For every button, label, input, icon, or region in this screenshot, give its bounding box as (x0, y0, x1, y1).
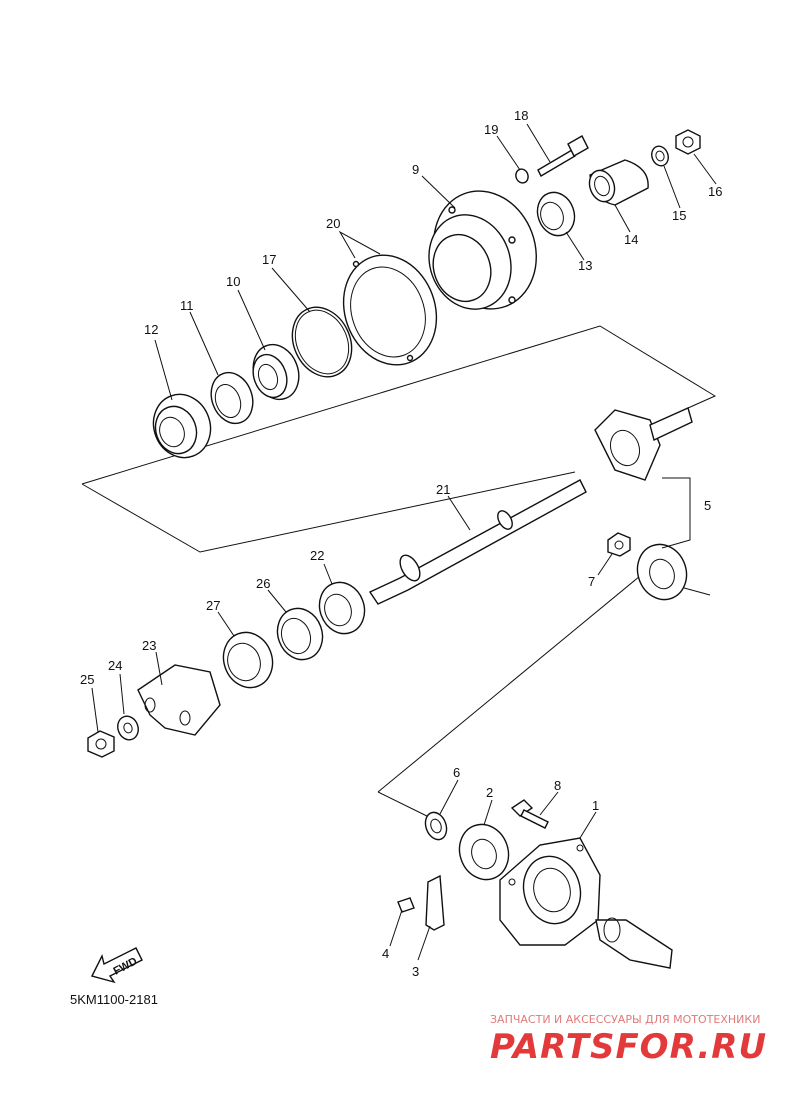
part-21-drive-shaft[interactable] (368, 479, 587, 605)
label-24: 24 (108, 658, 122, 673)
label-13: 13 (578, 258, 592, 273)
part-1-gear-housing[interactable] (499, 837, 601, 946)
part-8-flange-bolt[interactable] (510, 799, 549, 829)
label-27: 27 (206, 598, 220, 613)
part-23-universal-joint-yoke[interactable] (137, 664, 221, 736)
label-8: 8 (554, 778, 561, 793)
label-15: 15 (672, 208, 686, 223)
part-26-ring-nut[interactable] (270, 602, 329, 666)
label-20: 20 (326, 216, 340, 231)
label-21: 21 (436, 482, 450, 497)
label-1: 1 (592, 798, 599, 813)
part-19-washer[interactable] (514, 167, 530, 184)
label-5: 5 (704, 498, 711, 513)
part-14-coupling[interactable] (585, 159, 649, 206)
part-6-washer[interactable] (422, 809, 450, 842)
part-11-gear-ring[interactable] (204, 367, 259, 430)
leader-lines (91, 123, 717, 961)
label-4: 4 (382, 946, 389, 961)
part-7-nut[interactable] (607, 532, 631, 557)
label-22: 22 (310, 548, 324, 563)
part-labels: 1 2 3 4 5 6 7 8 9 10 11 12 13 14 15 16 1… (80, 108, 722, 979)
label-10: 10 (226, 274, 240, 289)
label-14: 14 (624, 232, 638, 247)
label-19: 19 (484, 122, 498, 137)
part-20-gasket[interactable] (329, 242, 452, 378)
diagram-code: 5KM1100-2181 (70, 992, 158, 1007)
label-7: 7 (588, 574, 595, 589)
label-3: 3 (412, 964, 419, 979)
label-16: 16 (708, 184, 722, 199)
label-23: 23 (142, 638, 156, 653)
part-5-bevel-gear-upper[interactable] (594, 407, 693, 481)
part-16-nut[interactable] (675, 129, 701, 155)
part-17-o-ring[interactable] (281, 298, 362, 387)
label-2: 2 (486, 785, 493, 800)
part-4-small-bolt[interactable] (397, 897, 415, 913)
part-15-washer[interactable] (649, 144, 671, 168)
label-18: 18 (514, 108, 528, 123)
label-9: 9 (412, 162, 419, 177)
watermark-subtitle: ЗАПЧАСТИ И АКСЕССУАРЫ ДЛЯ МОТОТЕХНИКИ (490, 1013, 760, 1026)
assembly-frame-lower (377, 575, 711, 821)
label-26: 26 (256, 576, 270, 591)
part-12-bearing[interactable] (145, 386, 220, 465)
part-3-bracket[interactable] (425, 874, 445, 931)
part-27-oil-seal[interactable] (216, 625, 280, 694)
watermark-brand: PARTSFOR.RU (490, 1027, 767, 1067)
part-9-housing-cover[interactable] (416, 177, 553, 324)
label-12: 12 (144, 322, 158, 337)
part-13-oil-seal[interactable] (532, 187, 581, 241)
fwd-arrow-icon: FWD (90, 947, 143, 984)
label-17: 17 (262, 252, 276, 267)
label-11: 11 (180, 298, 194, 313)
part-5-bevel-gear-lower[interactable] (630, 537, 694, 606)
part-10-bearing[interactable] (246, 338, 306, 406)
part-18-bolt[interactable] (537, 135, 589, 177)
part-25-nut[interactable] (87, 730, 115, 758)
label-25: 25 (80, 672, 94, 687)
part-22-bearing[interactable] (312, 576, 371, 640)
part-2-bearing[interactable] (452, 817, 516, 886)
part-24-washer[interactable] (114, 713, 141, 742)
part-1-pinion-shaft[interactable] (595, 917, 673, 969)
label-6: 6 (453, 765, 460, 780)
